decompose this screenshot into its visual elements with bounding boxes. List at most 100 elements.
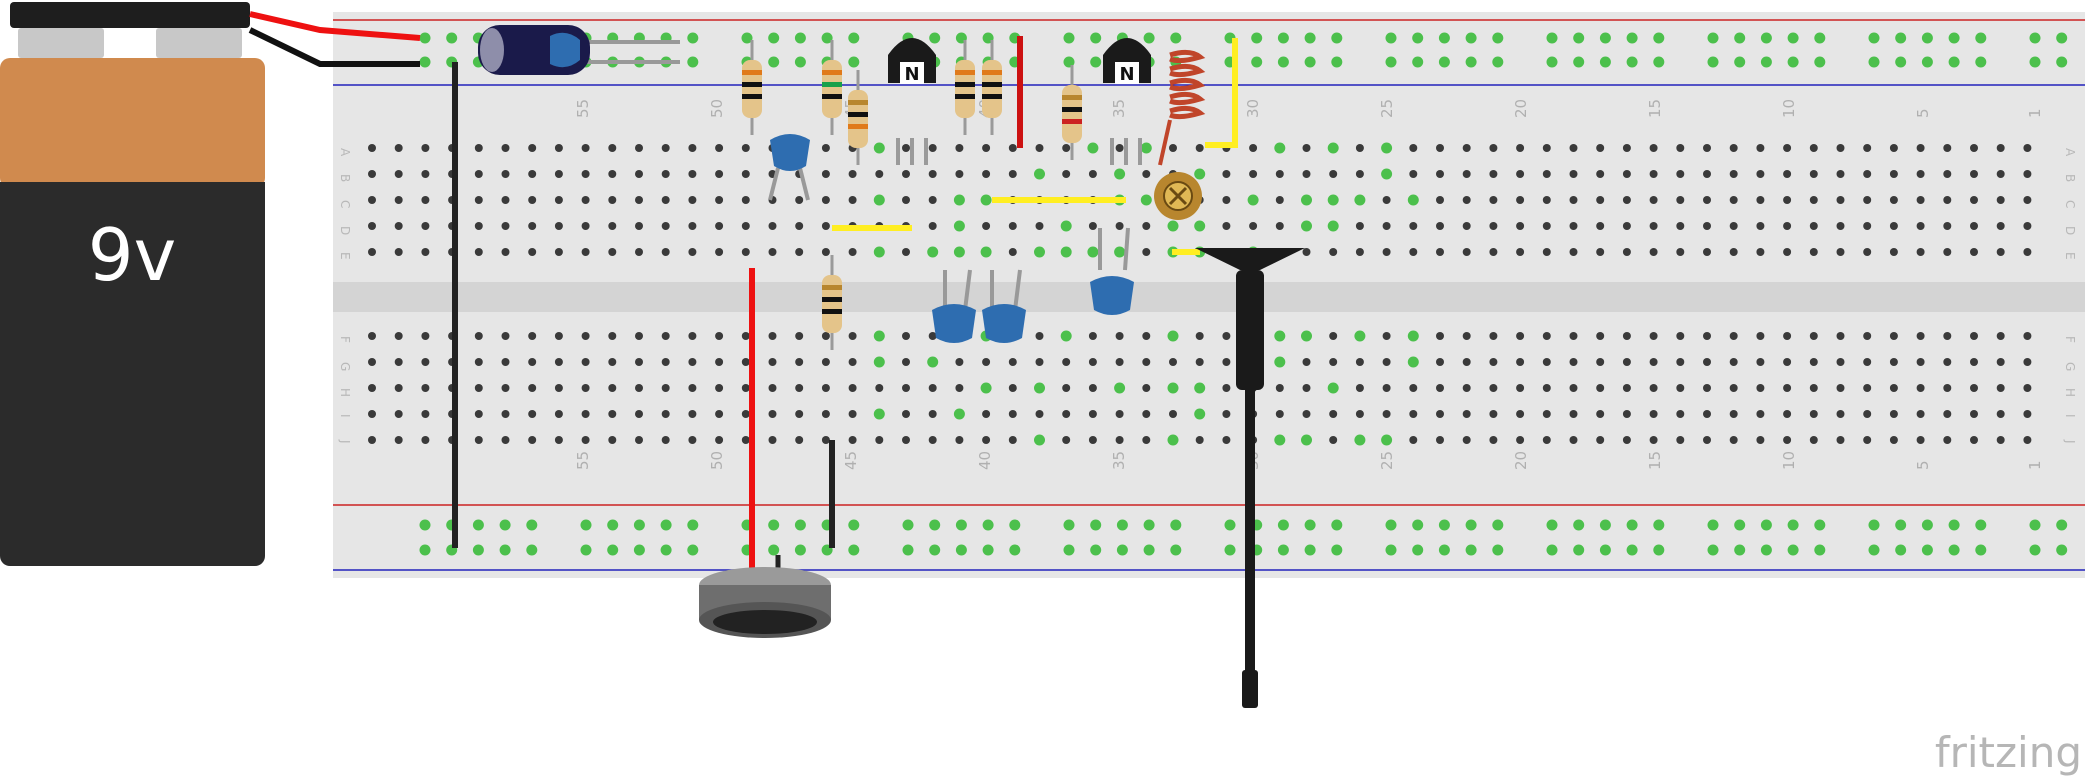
breadboard-hole <box>1837 170 1845 178</box>
breadboard-hole <box>768 33 779 44</box>
column-number: 25 <box>1378 99 1396 118</box>
breadboard-hole <box>1653 57 1664 68</box>
breadboard-hole <box>742 332 750 340</box>
breadboard-hole <box>1009 545 1020 556</box>
breadboard-hole <box>1386 57 1397 68</box>
breadboard-hole <box>446 33 457 44</box>
breadboard-hole <box>1409 384 1417 392</box>
breadboard-hole <box>1222 436 1230 444</box>
breadboard-hole <box>395 436 403 444</box>
breadboard-hole <box>1222 222 1230 230</box>
breadboard-hole <box>2023 332 2031 340</box>
breadboard-hole <box>688 144 696 152</box>
breadboard-hole <box>742 248 750 256</box>
breadboard-hole <box>1356 410 1364 418</box>
breadboard-hole <box>1089 358 1097 366</box>
breadboard-hole <box>983 520 994 531</box>
breadboard-hole <box>1997 358 2005 366</box>
breadboard-hole <box>1222 332 1230 340</box>
breadboard-hole <box>1463 384 1471 392</box>
breadboard-hole <box>875 170 883 178</box>
breadboard-hole <box>1756 358 1764 366</box>
breadboard-hole <box>1194 409 1205 420</box>
breadboard-hole <box>1573 33 1584 44</box>
breadboard-hole <box>475 222 483 230</box>
breadboard-hole <box>929 196 937 204</box>
breadboard-hole <box>688 384 696 392</box>
breadboard-hole <box>1623 410 1631 418</box>
breadboard-hole <box>1114 383 1125 394</box>
breadboard-hole <box>1196 358 1204 366</box>
breadboard-hole <box>555 358 563 366</box>
breadboard-hole <box>1329 410 1337 418</box>
breadboard-hole <box>1917 436 1925 444</box>
breadboard-hole <box>1869 520 1880 531</box>
breadboard-hole <box>1895 33 1906 44</box>
breadboard-hole <box>688 196 696 204</box>
breadboard-hole <box>661 520 672 531</box>
breadboard-hole <box>1943 358 1951 366</box>
breadboard-hole <box>1814 57 1825 68</box>
breadboard-hole <box>1142 222 1150 230</box>
battery-terminal-right <box>156 28 242 58</box>
breadboard-hole <box>1810 410 1818 418</box>
breadboard-hole <box>1409 436 1417 444</box>
breadboard-hole <box>368 248 376 256</box>
breadboard-hole <box>795 520 806 531</box>
breadboard-hole <box>421 358 429 366</box>
breadboard-hole <box>983 545 994 556</box>
breadboard-hole <box>1089 222 1097 230</box>
breadboard-hole <box>1114 169 1125 180</box>
breadboard-hole <box>1810 144 1818 152</box>
breadboard-hole <box>607 545 618 556</box>
breadboard-hole <box>1303 358 1311 366</box>
breadboard-hole <box>1970 222 1978 230</box>
breadboard-hole <box>849 332 857 340</box>
breadboard-hole <box>1036 332 1044 340</box>
breadboard-hole <box>822 384 830 392</box>
breadboard-hole <box>1489 384 1497 392</box>
breadboard-hole <box>1788 33 1799 44</box>
breadboard-hole <box>1064 33 1075 44</box>
breadboard-hole <box>1303 170 1311 178</box>
breadboard-hole <box>769 358 777 366</box>
breadboard-hole <box>954 409 965 420</box>
breadboard-hole <box>848 545 859 556</box>
breadboard-hole <box>1703 170 1711 178</box>
column-number: 5 <box>1914 108 1932 118</box>
breadboard-hole <box>1788 520 1799 531</box>
breadboard-hole <box>1248 195 1259 206</box>
breadboard-hole <box>1142 384 1150 392</box>
breadboard-hole <box>902 170 910 178</box>
breadboard-hole <box>795 33 806 44</box>
breadboard-hole <box>1087 143 1098 154</box>
breadboard-hole <box>1863 170 1871 178</box>
breadboard-hole <box>1543 410 1551 418</box>
breadboard-hole <box>715 144 723 152</box>
breadboard-hole <box>1383 222 1391 230</box>
breadboard-hole <box>1810 248 1818 256</box>
breadboard-hole <box>874 357 885 368</box>
breadboard-hole <box>2023 170 2031 178</box>
breadboard-hole <box>874 247 885 258</box>
breadboard-hole <box>1303 384 1311 392</box>
breadboard-hole <box>1009 144 1017 152</box>
breadboard-hole <box>1708 57 1719 68</box>
breadboard-hole <box>1783 436 1791 444</box>
breadboard-hole <box>1278 33 1289 44</box>
column-number: 20 <box>1512 99 1530 118</box>
breadboard-hole <box>1547 57 1558 68</box>
breadboard-hole <box>1783 384 1791 392</box>
breadboard-hole <box>421 222 429 230</box>
breadboard-hole <box>1543 196 1551 204</box>
breadboard-hole <box>822 248 830 256</box>
breadboard-hole <box>1036 410 1044 418</box>
breadboard-hole <box>395 358 403 366</box>
transistor-right-marking: N <box>1119 64 1134 85</box>
breadboard-hole <box>688 170 696 178</box>
breadboard-hole <box>1570 196 1578 204</box>
breadboard-hole <box>1463 144 1471 152</box>
breadboard-hole <box>1381 143 1392 154</box>
breadboard-hole <box>715 332 723 340</box>
breadboard-hole <box>1196 144 1204 152</box>
